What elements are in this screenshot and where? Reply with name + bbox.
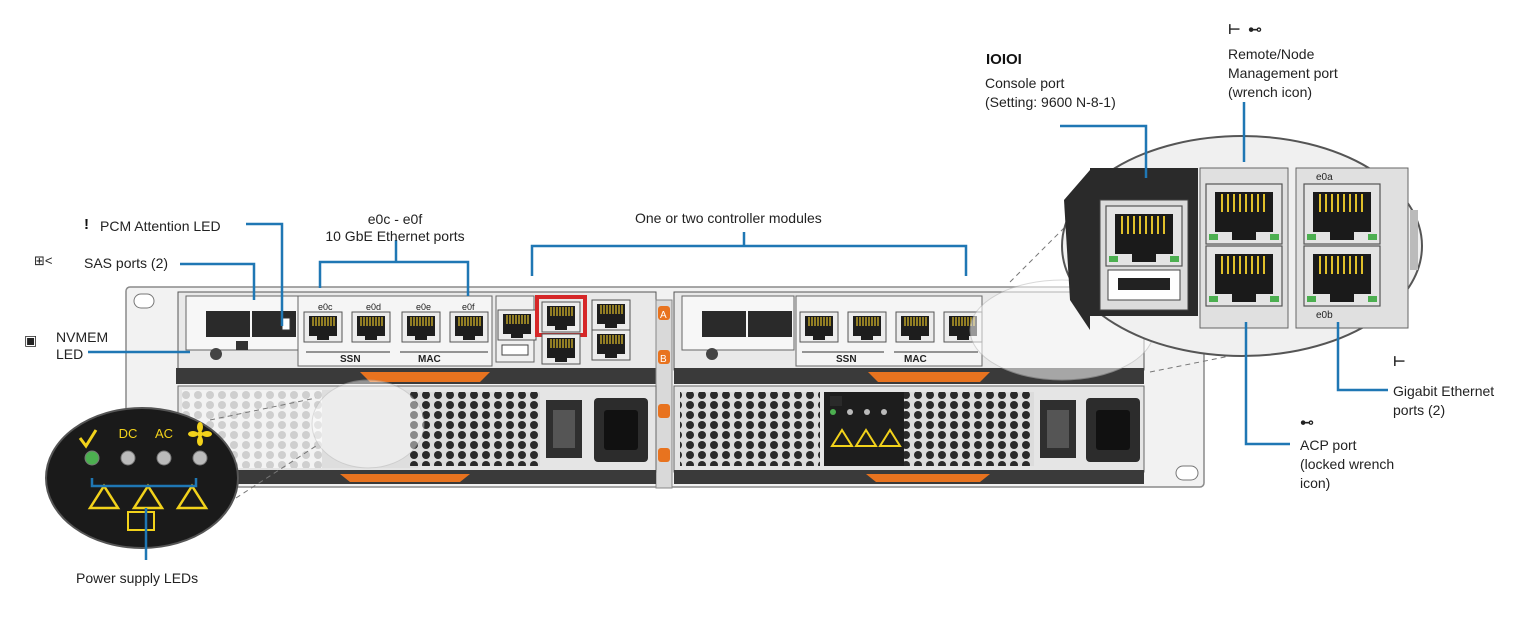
port-e0d — [351, 311, 391, 343]
nvmem-led — [210, 348, 222, 360]
network-icon: ⊢ — [1228, 21, 1241, 37]
callout-lines — [88, 102, 1388, 560]
console-port-a — [497, 309, 537, 341]
port-e0f-tag: e0f — [462, 302, 475, 312]
port-e0c-tag: e0c — [318, 302, 333, 312]
nvmem-label-line1: NVMEM — [56, 329, 109, 345]
psu-led-dc — [120, 450, 136, 466]
psu-led-inset: DC AC — [45, 407, 239, 549]
slot-a-label: A — [660, 310, 667, 321]
fan-icon — [188, 422, 212, 446]
warning-icon — [175, 483, 209, 510]
slot-indicators — [655, 299, 673, 489]
controller-modules-label: One or two controller modules — [635, 210, 822, 226]
console-port-label: Console port — [985, 75, 1065, 91]
port-e0e-tag: e0e — [416, 302, 432, 312]
psu-led-ac — [156, 450, 172, 466]
power-supply-b — [673, 385, 1145, 484]
acp-label-line1: ACP port — [1300, 437, 1357, 453]
psu-led-ok — [84, 450, 100, 466]
remote-mgmt-label-line3: (wrench icon) — [1228, 84, 1313, 100]
port-inset: e0a e0b — [1061, 135, 1423, 357]
mac-label: MAC — [418, 354, 441, 365]
port-e0d-tag: e0d — [366, 302, 382, 312]
acp-label-line2: (locked wrench — [1300, 456, 1395, 472]
port-e0f — [449, 311, 489, 343]
remote-mgmt-label-line2: Management port — [1228, 65, 1338, 81]
acp-port-zoom — [1205, 245, 1283, 307]
mac-label-b: MAC — [904, 354, 927, 365]
gigabit-label-line1: Gigabit Ethernet — [1393, 383, 1495, 399]
acp-port-a — [541, 333, 581, 365]
sas-icon: ⊞< — [34, 253, 53, 268]
power-supply-leds-label: Power supply LEDs — [76, 570, 199, 586]
management-port-zoom — [1205, 183, 1283, 245]
port-e0c — [303, 311, 343, 343]
console-setting-label: (Setting: 9600 N-8-1) — [985, 94, 1116, 110]
console-port-zoom — [1105, 205, 1183, 267]
pcm-attention-label: PCM Attention LED — [100, 218, 221, 234]
ethernet-desc-label: 10 GbE Ethernet ports — [325, 228, 465, 244]
ethernet-range-label: e0c - e0f — [367, 211, 423, 227]
psu-led-fan — [192, 450, 208, 466]
attention-icon: ! — [84, 216, 89, 233]
nvmem-icon: ▣ — [24, 332, 38, 348]
port-e0b-tag: e0b — [1316, 310, 1333, 321]
port-e0e — [401, 311, 441, 343]
gigabit-port-e0a-zoom — [1303, 183, 1381, 245]
warning-icon — [131, 483, 165, 510]
warning-icon — [87, 483, 121, 510]
psu-dc-label: DC — [119, 426, 138, 441]
checkmark-icon — [78, 429, 98, 449]
ssn-label: SSN — [340, 354, 361, 365]
remote-mgmt-label-line1: Remote/Node — [1228, 46, 1315, 62]
gigabit-label-line2: ports (2) — [1393, 402, 1446, 418]
ssn-label-b: SSN — [836, 354, 857, 365]
wrench-icon: ⊷ — [1248, 21, 1262, 37]
acp-label-line3: icon) — [1300, 475, 1331, 491]
nvmem-label-line2: LED — [56, 346, 84, 362]
psu-ac-label: AC — [155, 426, 173, 441]
port-e0a-tag: e0a — [1316, 172, 1333, 183]
network-icon: ⊢ — [1393, 353, 1406, 369]
locked-wrench-icon: ⊷ — [1300, 414, 1314, 430]
gigabit-port-e0b-zoom — [1303, 245, 1381, 307]
power-supply-a — [176, 385, 657, 484]
console-icon: IOIOI — [986, 51, 1022, 68]
slot-b-label: B — [660, 354, 667, 365]
sas-ports-label: SAS ports (2) — [84, 255, 169, 271]
psu-magnify-source — [311, 379, 425, 469]
management-port-a — [541, 301, 581, 333]
